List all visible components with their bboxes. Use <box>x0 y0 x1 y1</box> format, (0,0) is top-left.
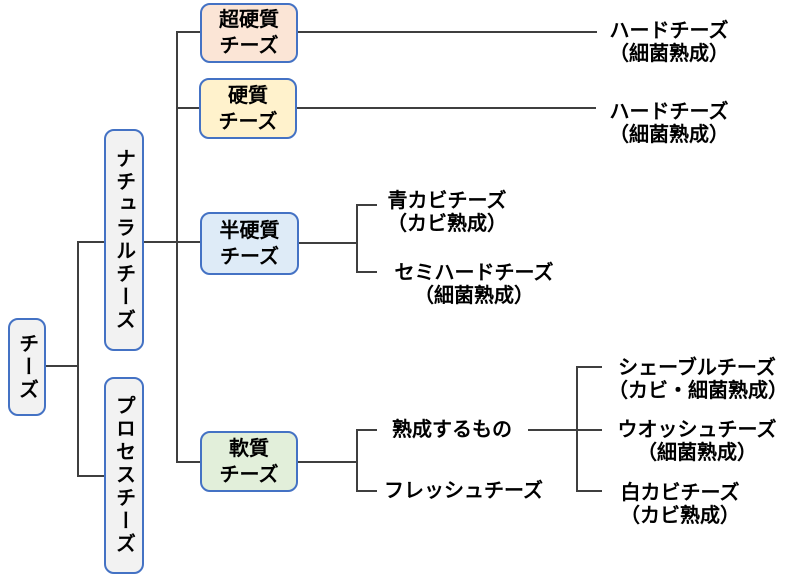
leaf-white-mold-cheese: 白カビチーズ （カビ熟成） <box>600 482 760 528</box>
connector-to-fresh <box>356 490 377 492</box>
leaf-hard-cheese-1-name: ハードチーズ <box>609 20 729 42</box>
leaf-ripened-name: 熟成するもの <box>392 419 512 441</box>
node-super-hard-line1: 超硬質 <box>219 9 279 31</box>
connector-to-soft <box>176 461 200 463</box>
connector-to-ripened <box>356 429 377 431</box>
node-hard-line1: 硬質 <box>228 84 268 107</box>
connector-to-washed <box>576 429 602 431</box>
leaf-hard-cheese-1-note: （細菌熟成） <box>609 43 729 65</box>
leaf-blue-mold-note: （カビ熟成） <box>387 213 507 235</box>
leaf-hard-cheese-2-name: ハードチーズ <box>609 101 729 123</box>
leaf-hard-cheese-2: ハードチーズ （細菌熟成） <box>598 101 740 147</box>
connector-natural-trunk <box>176 31 178 463</box>
connector-root-right <box>46 365 78 367</box>
connector-to-semi-hard-cheese <box>356 271 377 273</box>
node-process-cheese-label: プロセスチーズ <box>112 395 135 556</box>
node-cheese: チーズ <box>8 318 46 416</box>
connector-root-bracket <box>77 241 79 477</box>
connector-to-process <box>77 475 105 477</box>
node-natural-cheese: ナチュラルチーズ <box>104 129 144 351</box>
connector-semi-hard-right <box>299 242 356 244</box>
node-semi-hard-line2: チーズ <box>220 245 279 268</box>
leaf-washed-cheese-note: （細菌熟成） <box>637 442 757 464</box>
connector-super-hard-to-leaf <box>298 31 597 33</box>
leaf-fresh-cheese-name: フレッシュチーズ <box>384 480 543 502</box>
leaf-semi-hard-cheese-note: （細菌熟成） <box>414 285 534 307</box>
leaf-white-mold-cheese-name: 白カビチーズ <box>620 482 740 504</box>
connector-to-blue-mold <box>356 204 377 206</box>
connector-hard-to-leaf <box>297 107 596 109</box>
node-super-hard-line2: チーズ <box>219 35 279 57</box>
leaf-blue-mold-name: 青カビチーズ <box>387 190 507 212</box>
leaf-white-mold-cheese-note: （カビ熟成） <box>620 505 740 527</box>
leaf-hard-cheese-2-note: （細菌熟成） <box>609 124 729 146</box>
connector-to-white-mold <box>576 490 602 492</box>
node-semi-hard-line1: 半硬質 <box>219 219 280 242</box>
connector-to-chevre <box>576 366 602 368</box>
node-semi-hard-cheese: 半硬質 チーズ <box>200 212 299 275</box>
leaf-chevre-cheese-name: シェーブルチーズ <box>618 357 776 379</box>
leaf-chevre-cheese-note: （カビ・細菌熟成） <box>608 380 788 402</box>
node-hard-cheese: 硬質 チーズ <box>199 78 297 139</box>
node-super-hard-cheese: 超硬質 チーズ <box>200 3 298 63</box>
node-soft-cheese: 軟質 チーズ <box>200 431 298 492</box>
leaf-semi-hard-cheese: セミハードチーズ （細菌熟成） <box>385 262 563 308</box>
leaf-washed-cheese: ウオッシュチーズ （細菌熟成） <box>608 419 786 465</box>
connector-natural-to-semi-hard <box>144 241 200 243</box>
node-cheese-label: チーズ <box>15 332 38 402</box>
bracket-soft <box>356 429 358 492</box>
leaf-washed-cheese-name: ウオッシュチーズ <box>617 419 777 441</box>
connector-ripened-right <box>528 429 578 431</box>
connector-soft-right <box>298 461 356 463</box>
leaf-ripened: 熟成するもの <box>384 419 520 442</box>
leaf-hard-cheese-1: ハードチーズ （細菌熟成） <box>598 20 740 66</box>
node-soft-line1: 軟質 <box>229 437 269 460</box>
bracket-semi-hard <box>356 204 358 273</box>
connector-to-super-hard <box>176 31 200 33</box>
leaf-blue-mold: 青カビチーズ （カビ熟成） <box>382 190 512 236</box>
connector-to-hard <box>176 107 200 109</box>
leaf-chevre-cheese: シェーブルチーズ （カビ・細菌熟成） <box>608 357 788 403</box>
node-natural-cheese-label: ナチュラルチーズ <box>112 148 135 332</box>
connector-to-natural <box>77 241 105 243</box>
node-hard-line2: チーズ <box>218 110 278 133</box>
leaf-fresh-cheese: フレッシュチーズ <box>384 480 543 503</box>
node-soft-line2: チーズ <box>219 463 279 486</box>
node-process-cheese: プロセスチーズ <box>104 377 144 574</box>
leaf-semi-hard-cheese-name: セミハードチーズ <box>394 262 554 284</box>
